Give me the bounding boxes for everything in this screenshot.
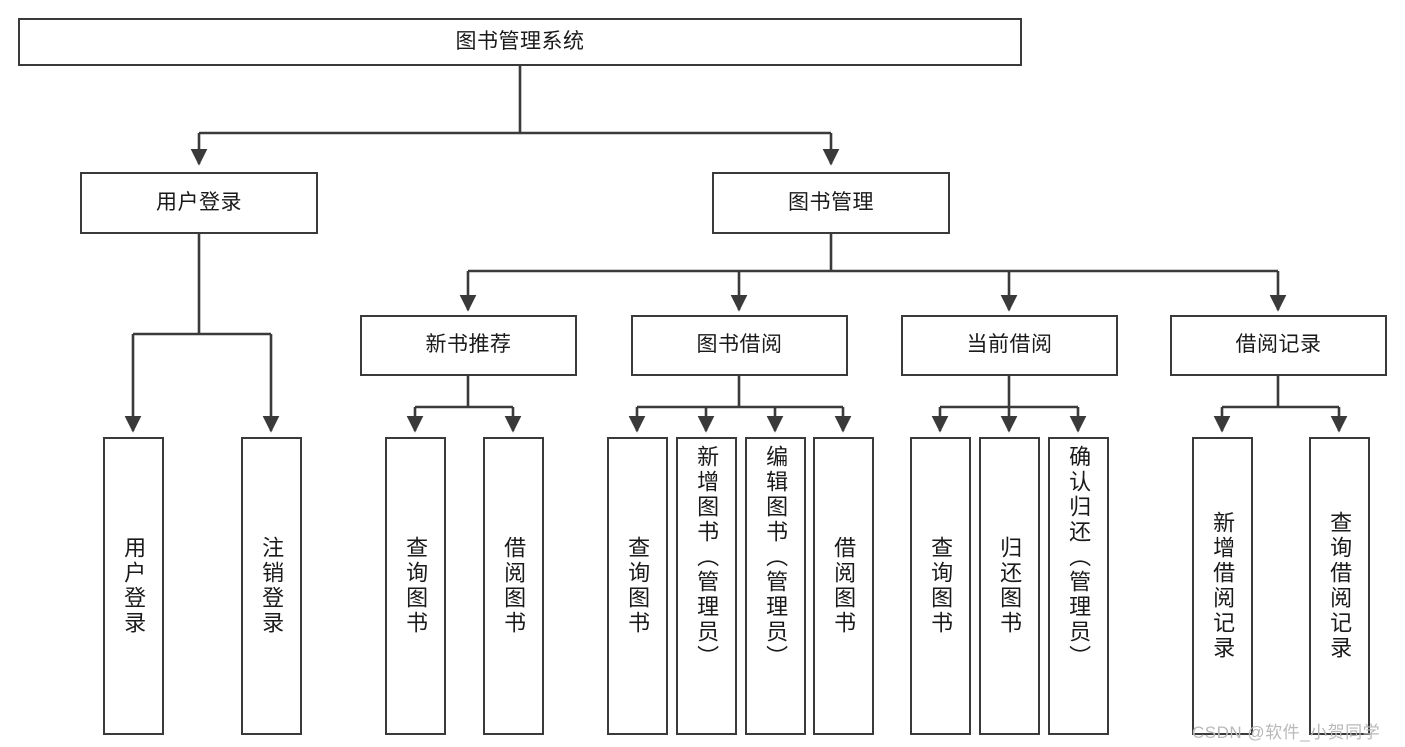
node-label: 归还图书	[997, 536, 1023, 636]
node-label: 借阅图书	[831, 536, 857, 636]
leaf-book-borrow-add-book-admin[interactable]: 新增图书（管理员）	[676, 437, 737, 735]
node-label: 编辑图书（管理员）	[763, 445, 789, 670]
node-new-book-recommend[interactable]: 新书推荐	[360, 315, 577, 376]
node-label: 图书管理系统	[455, 29, 585, 53]
node-label: 查询图书	[625, 536, 651, 636]
leaf-book-borrow-borrow-book[interactable]: 借阅图书	[813, 437, 874, 735]
node-label: 查询图书	[928, 536, 954, 636]
node-user-login[interactable]: 用户登录	[80, 172, 318, 234]
leaf-current-borrow-return-book[interactable]: 归还图书	[979, 437, 1040, 735]
leaf-user-login-login[interactable]: 用户登录	[103, 437, 164, 735]
node-label: 借阅记录	[1235, 333, 1322, 357]
node-label: 新增图书（管理员）	[694, 445, 720, 670]
node-label: 当前借阅	[966, 333, 1053, 357]
node-book-borrow[interactable]: 图书借阅	[631, 315, 848, 376]
node-label: 用户登录	[156, 190, 242, 214]
leaf-book-borrow-edit-book-admin[interactable]: 编辑图书（管理员）	[745, 437, 806, 735]
node-label: 图书借阅	[696, 333, 783, 357]
leaf-book-borrow-query-book[interactable]: 查询图书	[607, 437, 668, 735]
node-label: 查询图书	[403, 536, 429, 636]
leaf-borrow-record-add-record[interactable]: 新增借阅记录	[1192, 437, 1253, 735]
node-label: 查询借阅记录	[1327, 511, 1353, 661]
leaf-new-book-query-book[interactable]: 查询图书	[385, 437, 446, 735]
node-label: 图书管理	[788, 190, 874, 214]
leaf-user-login-logout[interactable]: 注销登录	[241, 437, 302, 735]
node-borrow-record[interactable]: 借阅记录	[1170, 315, 1387, 376]
leaf-current-borrow-confirm-return-admin[interactable]: 确认归还（管理员）	[1048, 437, 1109, 735]
node-book-management[interactable]: 图书管理	[712, 172, 950, 234]
node-label: 借阅图书	[501, 536, 527, 636]
leaf-new-book-borrow-book[interactable]: 借阅图书	[483, 437, 544, 735]
csdn-watermark: CSDN @软件_小贺同学	[1192, 723, 1381, 742]
node-current-borrow[interactable]: 当前借阅	[901, 315, 1118, 376]
node-label: 用户登录	[121, 536, 147, 636]
node-label: 新书推荐	[425, 333, 512, 357]
leaf-borrow-record-query-record[interactable]: 查询借阅记录	[1309, 437, 1370, 735]
node-root-book-management-system[interactable]: 图书管理系统	[18, 18, 1022, 66]
leaf-current-borrow-query-book[interactable]: 查询图书	[910, 437, 971, 735]
node-label: 注销登录	[259, 536, 285, 636]
node-label: 确认归还（管理员）	[1066, 445, 1092, 670]
node-label: 新增借阅记录	[1210, 511, 1236, 661]
